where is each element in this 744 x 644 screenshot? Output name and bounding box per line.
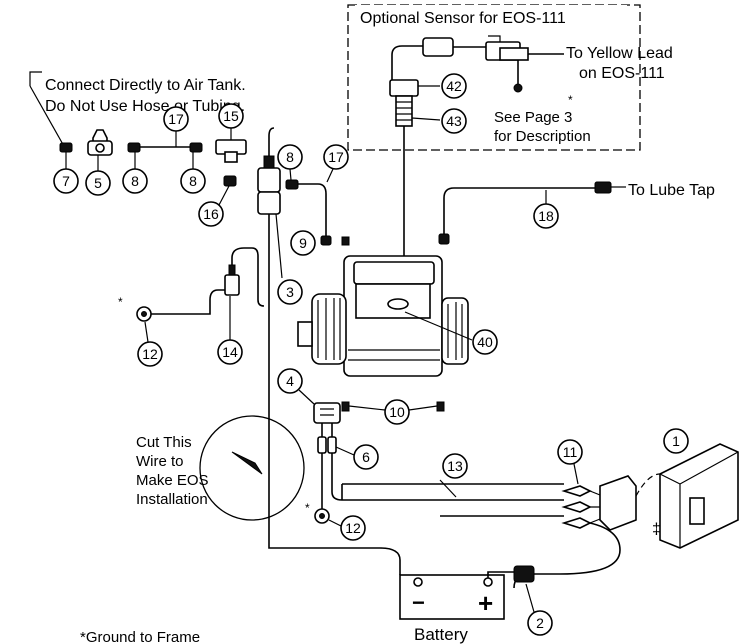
svg-text:13: 13	[447, 458, 463, 474]
svg-text:17: 17	[168, 111, 184, 127]
svg-text:9: 9	[299, 235, 307, 251]
svg-text:8: 8	[286, 149, 294, 165]
cut-wire-circle	[199, 415, 305, 521]
callout-42: 42	[441, 73, 467, 99]
callout-6: 6	[353, 444, 379, 470]
callout-5: 5	[85, 170, 111, 196]
battery-label: Battery	[414, 625, 468, 644]
svg-text:7: 7	[62, 173, 70, 189]
svg-text:10: 10	[389, 404, 405, 420]
yellow-lead-label-2: on EOS-111	[579, 65, 665, 82]
svg-text:18: 18	[538, 208, 554, 224]
fuse-6	[317, 436, 337, 454]
svg-text:8: 8	[189, 173, 197, 189]
svg-text:5: 5	[94, 175, 102, 191]
callout-12-b: 12	[340, 515, 366, 541]
callout-8-c: 8	[277, 144, 303, 170]
see-page-label-1: See Page 3	[494, 109, 572, 126]
cut-wire-label-1: Cut This	[136, 434, 192, 451]
optional-sensor-title: Optional Sensor for EOS-111	[360, 10, 566, 27]
svg-text:11: 11	[563, 444, 578, 460]
cut-wire-label-2: Wire to	[136, 453, 184, 470]
svg-text:17: 17	[328, 149, 344, 165]
module-dagger: ‡	[652, 521, 661, 538]
svg-text:12: 12	[142, 346, 158, 362]
valve-5	[87, 129, 113, 156]
ground-asterisk-14: *	[118, 295, 123, 309]
ground-asterisk-12: *	[305, 501, 310, 515]
callout-18: 18	[533, 203, 559, 229]
fuse-holder-2	[513, 565, 535, 583]
callout-4: 4	[277, 368, 303, 394]
callout-7: 7	[53, 168, 79, 194]
callout-8-b: 8	[180, 168, 206, 194]
see-page-asterisk: *	[568, 93, 573, 107]
battery-plus: +	[478, 588, 493, 618]
ground-note: *Ground to Frame	[80, 629, 200, 644]
air-tank-note-1: Connect Directly to Air Tank.	[45, 77, 246, 94]
callout-15: 15	[218, 103, 244, 129]
fitting-16	[223, 175, 237, 187]
svg-text:6: 6	[362, 449, 370, 465]
svg-text:8: 8	[131, 173, 139, 189]
cut-wire-label-3: Make EOS	[136, 472, 209, 489]
callout-17-b: 17	[323, 144, 349, 170]
svg-text:15: 15	[223, 108, 239, 124]
callout-11: 11	[557, 439, 583, 465]
svg-text:42: 42	[446, 78, 462, 94]
eos-module-1	[589, 443, 739, 549]
battery: − +	[399, 574, 505, 620]
svg-text:4: 4	[286, 373, 294, 389]
svg-text:2: 2	[536, 615, 544, 631]
svg-text:14: 14	[222, 344, 238, 360]
lube-fitting	[594, 181, 612, 194]
terminals-11	[561, 485, 592, 529]
callout-12-a: 12	[137, 341, 163, 367]
tee-15	[215, 139, 247, 163]
callout-8-a: 8	[122, 168, 148, 194]
fitting-9	[320, 235, 332, 246]
svg-text:16: 16	[203, 206, 219, 222]
yellow-lead-label-1: To Yellow Lead	[566, 45, 673, 62]
pressure-switch-14	[224, 264, 240, 296]
svg-text:1: 1	[672, 433, 680, 449]
svg-text:40: 40	[477, 334, 493, 350]
callout-14: 14	[217, 339, 243, 365]
callout-10: 10	[384, 399, 410, 425]
air-tank-note-2: Do Not Use Hose or Tubing.	[45, 98, 245, 115]
callout-3: 3	[277, 279, 303, 305]
callout-43: 43	[441, 108, 467, 134]
see-page-label-2: for Description	[494, 128, 591, 145]
compressor-40	[297, 255, 469, 377]
callout-16: 16	[198, 201, 224, 227]
connector-yellow-lead	[453, 35, 564, 93]
callout-13: 13	[442, 453, 468, 479]
fitting-7	[59, 142, 73, 153]
cut-wire-label-4: Installation	[136, 491, 208, 508]
svg-text:3: 3	[286, 284, 294, 300]
callout-40: 40	[472, 329, 498, 355]
connector-3	[257, 155, 281, 215]
to-lube-tap-label: To Lube Tap	[628, 182, 715, 199]
callout-17-a: 17	[163, 106, 189, 132]
relay-4	[313, 402, 341, 424]
callout-9: 9	[290, 230, 316, 256]
callout-1: 1	[663, 428, 689, 454]
svg-text:12: 12	[345, 520, 361, 536]
battery-minus: −	[412, 590, 425, 615]
svg-text:43: 43	[446, 113, 462, 129]
callout-2: 2	[527, 610, 553, 636]
